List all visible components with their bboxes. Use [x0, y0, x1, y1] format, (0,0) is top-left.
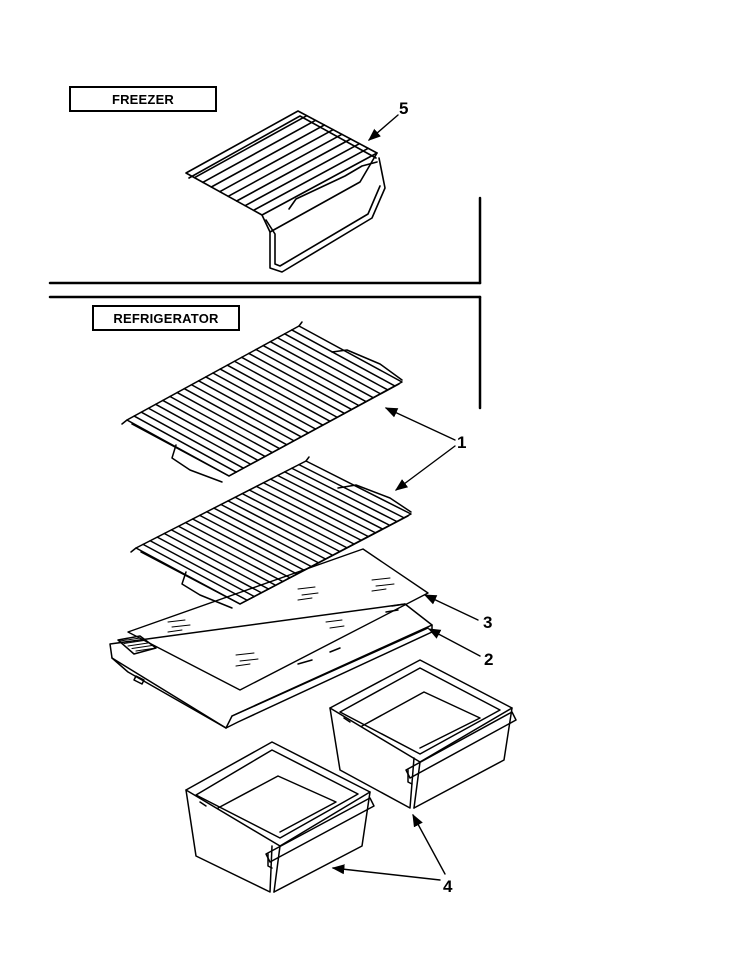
- shelf-wire: [219, 368, 324, 426]
- shelf-wire: [154, 403, 259, 462]
- shelf-wire: [240, 356, 346, 415]
- freezer-label: FREEZER: [112, 92, 174, 107]
- frame-vent-slat: [135, 647, 157, 652]
- crisper-drawer-left: [185, 741, 375, 893]
- shelf-wire: [213, 507, 320, 564]
- shelf-wire: [255, 485, 362, 541]
- callout-3: 3: [483, 613, 492, 632]
- shelf-wire: [191, 518, 298, 575]
- callout-1: 1: [457, 433, 466, 452]
- callout-2: 2: [484, 650, 493, 669]
- shelf-wire: [133, 415, 237, 473]
- shelf-wire: [284, 471, 391, 526]
- crisper-drawer-right: [329, 659, 517, 809]
- shelf-wire: [227, 500, 334, 556]
- shelf-wire: [220, 503, 327, 560]
- callout-leaders: [331, 114, 481, 881]
- shelf-wire: [183, 387, 288, 446]
- shelf-wire: [162, 399, 266, 458]
- shelf-wire: [177, 525, 284, 583]
- freezer-shelf-wire: [210, 124, 326, 188]
- shelf-wire: [241, 492, 348, 549]
- shelf-wire: [149, 540, 255, 598]
- crisper-glass-cover: [127, 548, 429, 691]
- shelf-wire: [291, 329, 396, 387]
- callout-5: 5: [399, 99, 408, 118]
- callout-4: 4: [443, 877, 453, 896]
- shelf-wire: [184, 521, 291, 579]
- shelf-wire: [269, 340, 374, 399]
- freezer-shelf-wire: [227, 133, 343, 198]
- shelf-wire: [190, 384, 295, 442]
- shelf-wire: [269, 478, 377, 534]
- shelf-wire: [291, 467, 398, 523]
- freezer-shelf-wire: [193, 114, 308, 179]
- shelf-wire: [226, 364, 331, 422]
- section-dividers: [48, 196, 482, 410]
- shelf-wire: [205, 376, 310, 434]
- frame-vent-slat: [127, 642, 149, 647]
- frame-vent-slat: [119, 637, 141, 642]
- freezer-shelf-wire: [244, 142, 361, 207]
- frame-vent-slat: [123, 640, 145, 644]
- shelf-wire: [255, 348, 360, 407]
- shelf-wire: [140, 411, 245, 469]
- shelf-wire: [199, 514, 305, 571]
- freezer-shelf-wire: [235, 138, 352, 202]
- shelf-wire: [170, 529, 277, 586]
- freezer-shelf-wire: [252, 147, 370, 212]
- shelf-wire: [169, 395, 273, 454]
- freezer-wire-shelf: [185, 110, 386, 273]
- shelf-wire: [283, 333, 389, 391]
- shelf-wire: [156, 536, 263, 594]
- crisper-cover-frame: [109, 603, 433, 729]
- shelf-wire: [212, 372, 317, 430]
- shelf-wire: [147, 407, 252, 465]
- shelf-wire: [262, 344, 367, 403]
- shelf-wire: [176, 391, 281, 450]
- shelf-wire: [206, 511, 312, 568]
- freezer-label-box: FREEZER: [69, 86, 217, 112]
- glass-highlight-marks: [167, 577, 395, 667]
- shelf-wire: [248, 489, 355, 545]
- shelf-wire: [276, 337, 382, 395]
- frame-vent-slat: [131, 645, 153, 649]
- freezer-shelf-wire: [202, 119, 317, 184]
- refrigerator-wire-shelf-upper: [121, 321, 403, 483]
- shelf-wire: [248, 352, 353, 411]
- refrigerator-label-box: REFRIGERATOR: [92, 305, 240, 331]
- shelf-wire: [298, 463, 405, 519]
- refrigerator-label: REFRIGERATOR: [113, 311, 219, 326]
- freezer-shelf-wire: [218, 128, 334, 193]
- shelf-wire: [262, 482, 369, 538]
- shelf-wire: [276, 474, 384, 530]
- refrigerator-wire-shelf-lower: [130, 456, 412, 609]
- shelf-wire: [197, 380, 302, 438]
- shelf-wire: [142, 543, 248, 601]
- shelf-wire: [233, 360, 338, 418]
- shelf-wire: [163, 532, 270, 590]
- shelf-wire: [234, 496, 341, 553]
